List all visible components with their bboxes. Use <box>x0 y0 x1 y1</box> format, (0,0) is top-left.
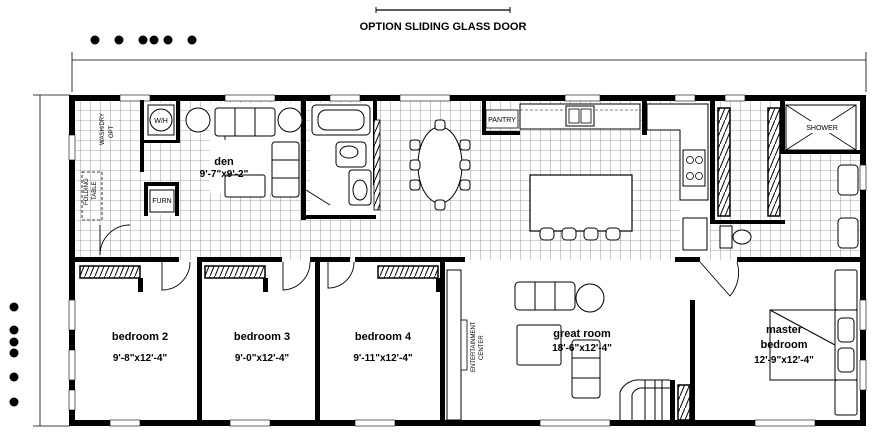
windows <box>68 94 867 427</box>
folding-label: FOLDING <box>84 178 90 205</box>
center-label: CENTER <box>479 335 485 360</box>
opt-label: OPT <box>109 125 115 138</box>
master-name: master <box>766 324 803 336</box>
entertainment-label: ENTERTAINMENT <box>471 321 477 372</box>
kitchen: PANTRY <box>485 103 709 251</box>
master-name-2: bedroom <box>760 339 807 351</box>
room-labels: bedroom 2 9'-8"x12'-4" bedroom 3 9'-0"x1… <box>112 324 814 366</box>
great-room-name: great room <box>553 328 611 340</box>
pantry-label: PANTRY <box>488 117 516 124</box>
great-room-dim: 18'-6"x12'-4" <box>552 343 612 354</box>
bedroom2-name: bedroom 2 <box>112 331 168 343</box>
furnace-label: FURN <box>152 198 171 205</box>
bedroom2-dim: 9'-8"x12'-4" <box>113 353 168 364</box>
shower-label: SHOWER <box>806 125 838 132</box>
den-name: den <box>214 156 234 168</box>
dimension-lines <box>33 52 867 427</box>
laundry-fixtures: W/H FURN WASH/DRY OPT FOLDING TABLE <box>81 104 175 221</box>
sliding-door-note: OPTION SLIDING GLASS DOOR <box>360 7 527 33</box>
window-dots-left <box>9 302 19 407</box>
entertainment-center: ENTERTAINMENT CENTER <box>446 269 485 421</box>
window-dots-top <box>90 35 197 45</box>
bedroom3-dim: 9'-0"x12'-4" <box>235 353 290 364</box>
dining-set <box>409 119 471 211</box>
bedroom3-name: bedroom 3 <box>234 331 290 343</box>
wash-dry-label: WASH/DRY <box>100 113 106 145</box>
water-heater-label: W/H <box>154 118 168 125</box>
bedroom4-name: bedroom 4 <box>355 331 412 343</box>
bath-closet <box>373 119 381 211</box>
table-label: TABLE <box>92 181 98 200</box>
closets <box>79 107 781 421</box>
master-bath: SHOWER <box>719 104 859 249</box>
master-dim: 12'-9"x12'-4" <box>754 355 814 366</box>
master-bed <box>769 269 858 416</box>
den-furniture <box>185 107 303 198</box>
great-room-furniture <box>514 281 605 399</box>
bedroom4-dim: 9'-11"x12'-4" <box>353 353 413 364</box>
hall-bath <box>311 104 372 206</box>
den-dim: 9'-7"x9'-2" <box>200 169 249 180</box>
top-label: OPTION SLIDING GLASS DOOR <box>360 21 527 33</box>
stairs <box>619 379 670 420</box>
